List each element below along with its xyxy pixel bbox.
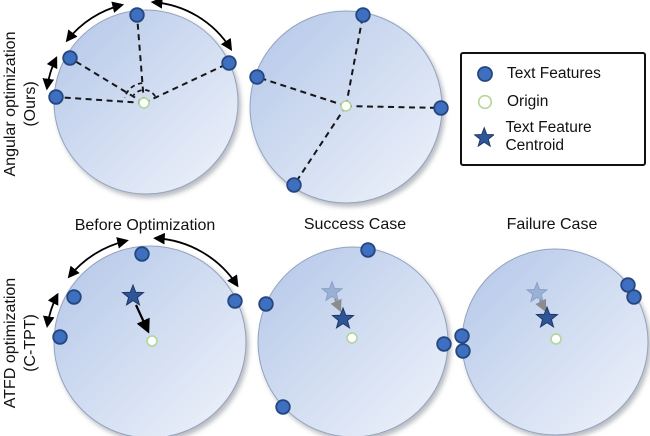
radial-dashed-line bbox=[293, 105, 347, 186]
radial-dashed-line bbox=[69, 57, 145, 104]
text-feature-dot bbox=[286, 177, 302, 193]
row-label-line: (Ours) bbox=[21, 81, 39, 127]
text-feature-dot bbox=[129, 7, 145, 23]
text-feature-dot bbox=[66, 289, 82, 305]
origin-dot bbox=[340, 100, 352, 112]
origin-dot bbox=[146, 335, 158, 347]
origin-dot bbox=[346, 332, 358, 344]
row-label-line: ATFD optimization bbox=[2, 277, 19, 409]
angular-adjust-arrow bbox=[150, 0, 233, 51]
text-feature-dot bbox=[52, 329, 68, 345]
panel-title-success: Success Case bbox=[303, 216, 407, 233]
legend-label: Text Features bbox=[507, 65, 601, 82]
text-feature-dot bbox=[258, 296, 274, 312]
text-feature-dot bbox=[626, 289, 642, 305]
panel-title-before: Before Optimization bbox=[74, 217, 216, 234]
row-label-atfd-optimization: ATFD optimization (C-TPT) bbox=[1, 233, 43, 436]
radial-dashed-line bbox=[136, 14, 145, 104]
centroid-shift-arrow bbox=[135, 304, 150, 334]
radial-dashed-line bbox=[345, 14, 364, 107]
angular-adjust-arrow bbox=[153, 232, 239, 288]
radial-dashed-line bbox=[55, 96, 145, 104]
centroid-star bbox=[331, 306, 355, 330]
radial-dashed-line bbox=[143, 62, 230, 104]
atfd-failure-panel bbox=[454, 248, 649, 436]
legend-item-origin: Origin bbox=[474, 91, 644, 113]
text-feature-dot bbox=[275, 399, 291, 415]
legend: Text Features Origin Text Feature Centro… bbox=[460, 52, 646, 166]
centroid-star bbox=[535, 305, 559, 329]
angular-adjust-arrow bbox=[67, 237, 129, 279]
text-feature-dot bbox=[221, 55, 237, 71]
text-feature-dot bbox=[360, 242, 376, 258]
origin-dot bbox=[550, 333, 562, 345]
angular-before-panel bbox=[42, 0, 239, 195]
text-feature-dot bbox=[62, 50, 78, 66]
text-feature-dot bbox=[620, 277, 636, 293]
legend-label: Text Feature Centroid bbox=[505, 119, 592, 154]
panel-title-failure: Failure Case bbox=[506, 216, 598, 233]
text-feature-dot bbox=[436, 336, 452, 352]
text-feature-dot bbox=[134, 246, 150, 262]
legend-item-centroid: Text Feature Centroid bbox=[474, 119, 644, 155]
centroid-star-icon bbox=[474, 126, 495, 148]
row-label-angular-optimization: Angular optimization (Ours) bbox=[1, 0, 43, 214]
centroid-shift-arrow bbox=[535, 298, 547, 313]
legend-item-text-features: Text Features bbox=[474, 63, 644, 85]
text-feature-dot bbox=[48, 89, 64, 105]
centroid-star bbox=[121, 283, 145, 307]
atfd-before-panel bbox=[42, 232, 247, 436]
origin-dot-icon bbox=[477, 94, 493, 110]
angular-adjust-arrow bbox=[65, 1, 125, 43]
text-feature-dot-icon bbox=[477, 66, 493, 82]
text-feature-dot bbox=[433, 100, 449, 116]
text-feature-dot bbox=[454, 328, 470, 344]
text-feature-dot bbox=[227, 293, 243, 309]
text-feature-dot bbox=[355, 7, 371, 23]
row-label-line: Angular optimization bbox=[2, 31, 19, 177]
legend-label: Origin bbox=[507, 93, 549, 110]
text-feature-dot bbox=[455, 343, 471, 359]
centroid-star-previous bbox=[525, 281, 549, 303]
atfd-success-panel bbox=[257, 242, 452, 436]
angular-after-panel bbox=[249, 7, 449, 204]
row-label-line: (C-TPT) bbox=[21, 314, 39, 372]
angle-arc bbox=[123, 82, 143, 99]
centroid-shift-arrow bbox=[330, 298, 342, 313]
radial-dashed-line bbox=[256, 76, 347, 107]
text-feature-dot bbox=[249, 69, 265, 85]
angular-adjust-arrow bbox=[42, 292, 59, 329]
angle-arc bbox=[132, 89, 157, 97]
origin-dot bbox=[138, 97, 150, 109]
radial-dashed-line bbox=[345, 105, 442, 109]
angular-adjust-arrow bbox=[42, 56, 58, 91]
centroid-star-previous bbox=[320, 280, 344, 302]
